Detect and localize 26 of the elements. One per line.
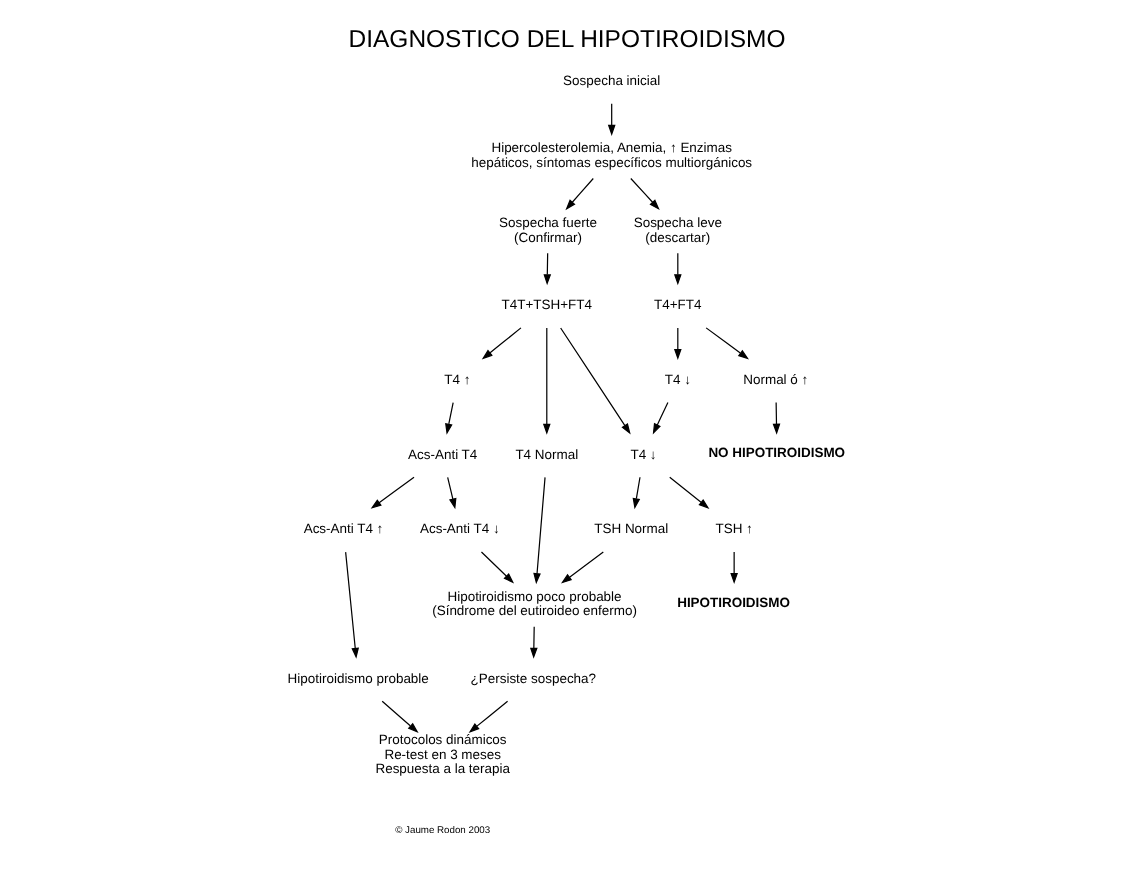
arrow bbox=[560, 550, 603, 583]
arrow bbox=[651, 400, 668, 434]
arrow bbox=[446, 475, 456, 509]
arrow bbox=[771, 400, 780, 434]
arrow bbox=[542, 251, 551, 285]
arrow bbox=[606, 102, 615, 135]
arrow bbox=[479, 550, 514, 583]
arrow bbox=[444, 400, 453, 434]
arrow bbox=[629, 176, 659, 210]
arrow bbox=[480, 326, 521, 359]
arrow bbox=[668, 475, 709, 508]
arrow bbox=[559, 326, 630, 434]
arrow bbox=[380, 699, 418, 732]
arrow bbox=[672, 251, 681, 285]
arrow bbox=[704, 326, 748, 359]
arrow bbox=[532, 475, 545, 584]
arrow bbox=[344, 550, 359, 658]
arrow bbox=[729, 550, 737, 584]
arrow bbox=[369, 475, 414, 508]
arrow bbox=[672, 326, 681, 359]
arrow bbox=[467, 699, 508, 732]
arrow bbox=[631, 475, 640, 509]
arrow bbox=[541, 326, 550, 434]
arrow bbox=[529, 625, 537, 658]
arrow bbox=[564, 176, 593, 210]
diagram-title: DIAGNOSTICO DEL HIPOTIROIDISMO bbox=[347, 24, 785, 53]
